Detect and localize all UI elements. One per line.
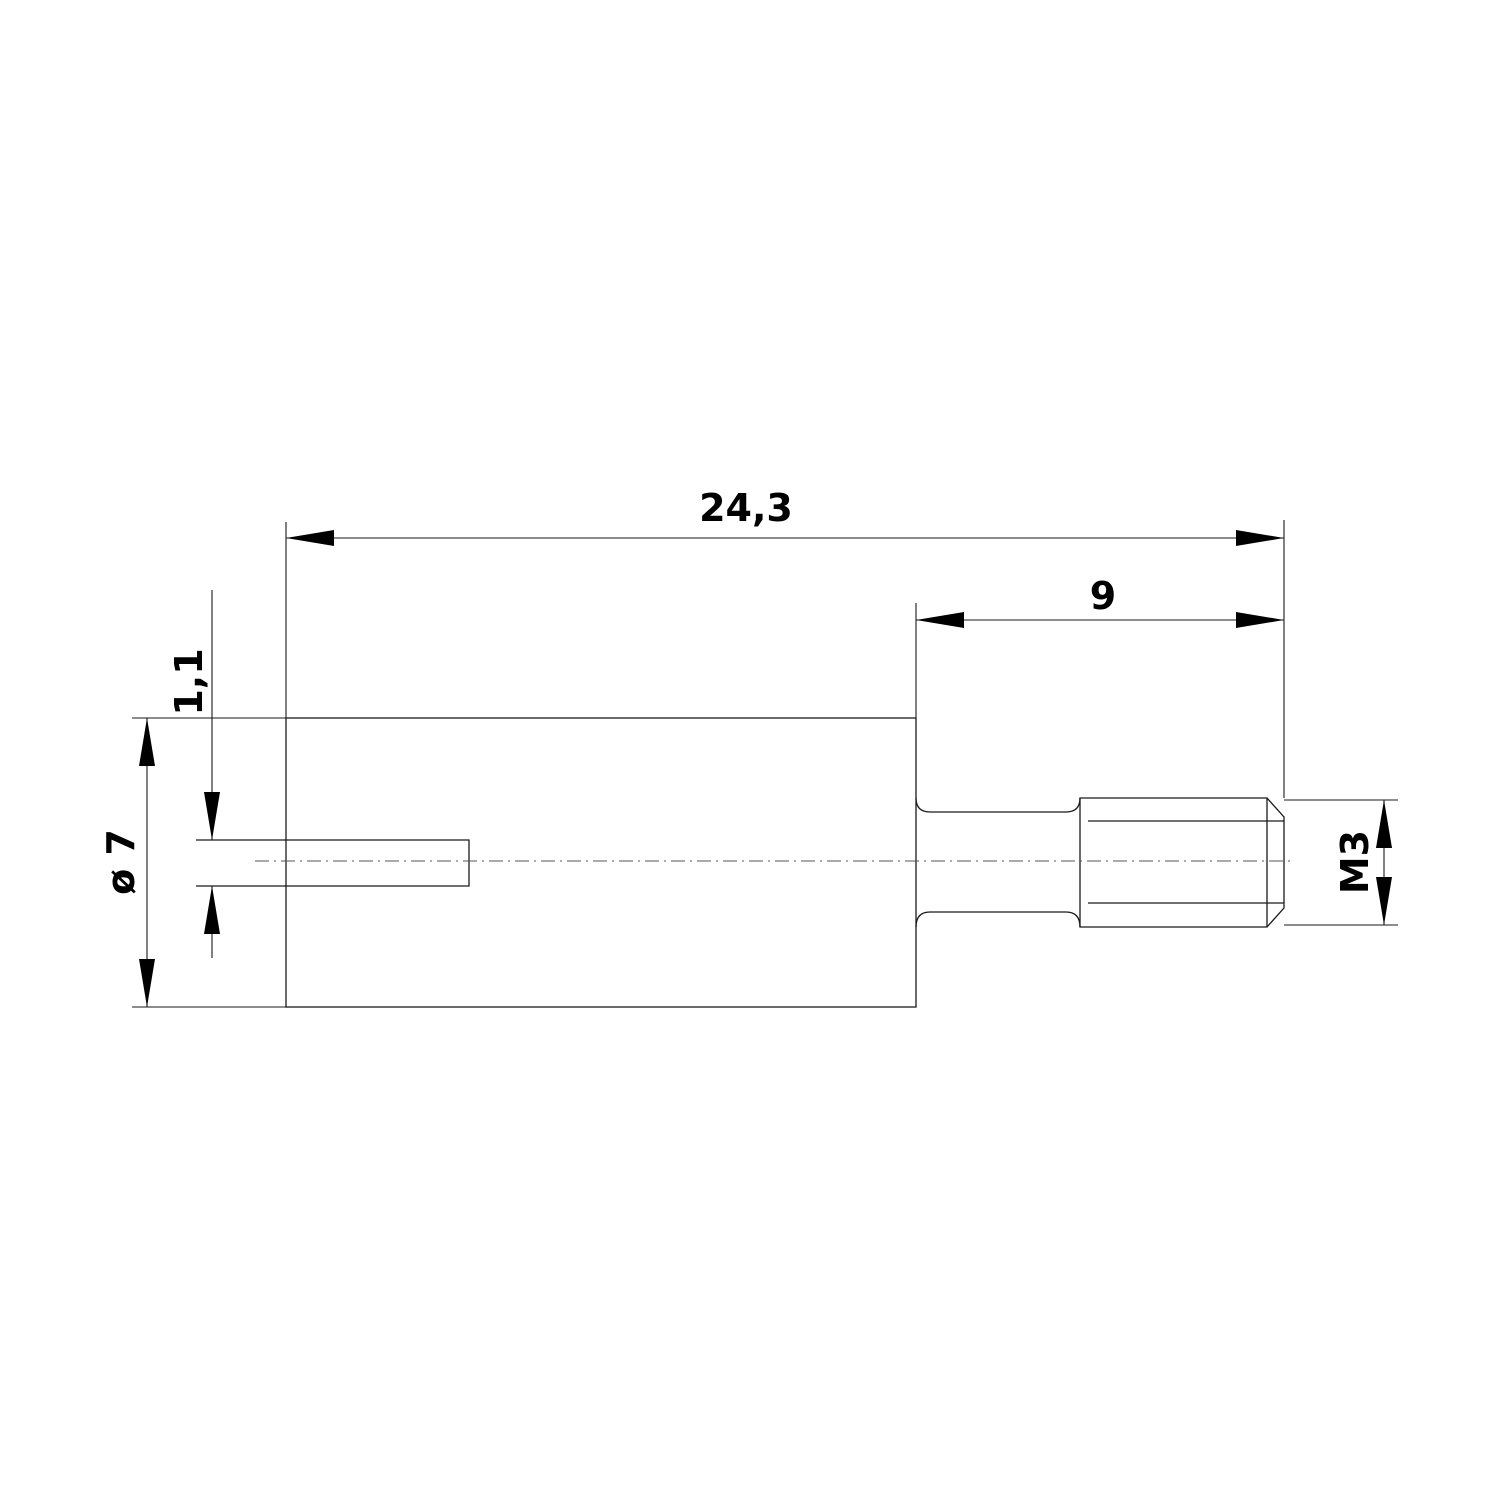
dimension-pin-diameter: 1,1 bbox=[167, 590, 220, 958]
arrow-up bbox=[1376, 800, 1392, 848]
part-outline bbox=[196, 717, 1295, 1008]
neck-undercut bbox=[915, 797, 1081, 928]
arrow-right bbox=[1236, 612, 1284, 628]
overall-length-label: 24,3 bbox=[699, 486, 793, 530]
thread-size-label: M3 bbox=[1333, 830, 1377, 894]
arrow-up bbox=[139, 718, 155, 766]
arrow-down bbox=[1376, 877, 1392, 925]
arrow-left bbox=[286, 530, 334, 546]
pin-diameter-label: 1,1 bbox=[167, 648, 211, 715]
body-diameter-label: ø 7 bbox=[99, 829, 143, 895]
thread-length-label: 9 bbox=[1090, 574, 1116, 618]
arrow-down bbox=[139, 959, 155, 1007]
arrow-left bbox=[916, 612, 964, 628]
thread-outline bbox=[1079, 797, 1285, 928]
dimension-overall-length: 24,3 bbox=[286, 486, 1284, 546]
arrow-down bbox=[204, 792, 220, 840]
body-cylinder bbox=[285, 717, 917, 1008]
dimension-thread-size: M3 bbox=[1333, 800, 1392, 925]
dimension-body-diameter: ø 7 bbox=[99, 718, 155, 1007]
arrow-right bbox=[1236, 530, 1284, 546]
extension-lines bbox=[132, 520, 1398, 1008]
pin bbox=[196, 839, 470, 887]
arrow-up bbox=[204, 886, 220, 934]
dimension-thread-length: 9 bbox=[916, 574, 1284, 628]
